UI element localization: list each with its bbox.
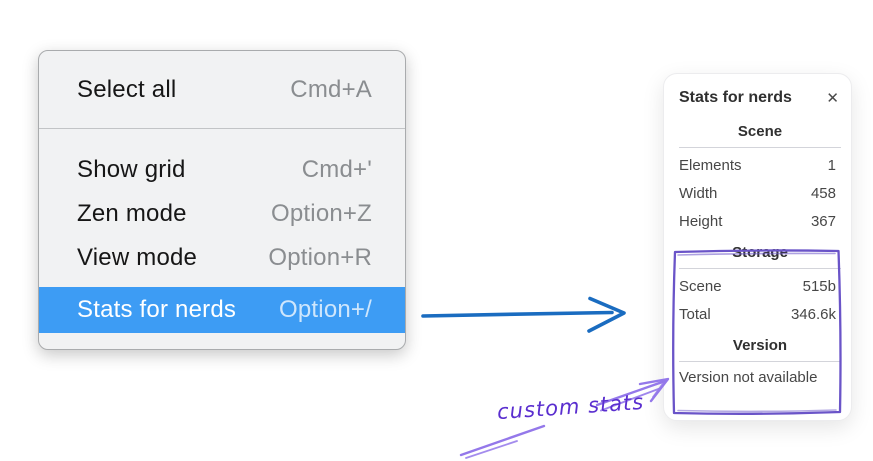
menu-item-label: View mode xyxy=(77,244,198,271)
section-heading-storage: Storage xyxy=(732,244,788,261)
stat-value: 346.6k xyxy=(790,305,836,323)
menu-item-label: Stats for nerds xyxy=(77,296,237,323)
stat-row-total-storage: Total 346.6k xyxy=(679,300,841,328)
stat-label: Scene xyxy=(679,277,722,295)
version-note: Version not available xyxy=(679,369,818,386)
stat-value: 515b xyxy=(802,277,836,295)
stat-value: 458 xyxy=(810,184,836,202)
menu-item-shortcut: Option+/ xyxy=(279,296,372,323)
stat-value: 1 xyxy=(827,156,836,174)
menu-divider xyxy=(39,128,405,129)
close-icon[interactable]: ✕ xyxy=(826,89,839,107)
stats-panel-title: Stats for nerds xyxy=(679,89,792,106)
flow-arrow xyxy=(421,296,626,333)
stat-value: 367 xyxy=(810,212,836,230)
menu-item-shortcut: Cmd+A xyxy=(290,75,372,103)
menu-item-label: Zen mode xyxy=(77,200,187,227)
stats-for-nerds-panel: Stats for nerds ✕ Scene Elements 1 Width… xyxy=(663,73,852,421)
section-divider xyxy=(679,268,841,269)
stat-label: Elements xyxy=(679,156,742,174)
menu-item-zen-mode[interactable]: Zen mode Option+Z xyxy=(39,192,405,236)
section-heading-scene: Scene xyxy=(737,123,783,140)
menu-item-shortcut: Option+Z xyxy=(271,200,372,227)
stats-panel-header: Stats for nerds ✕ xyxy=(679,87,841,109)
menu-item-shortcut: Cmd+' xyxy=(301,156,372,183)
section-heading-version: Version xyxy=(732,337,788,354)
menu-group-view-options: Show grid Cmd+' Zen mode Option+Z View m… xyxy=(39,129,405,333)
stat-row-height: Height 367 xyxy=(679,207,841,235)
menu-item-select-all[interactable]: Select all Cmd+A xyxy=(39,51,405,128)
menu-item-show-grid[interactable]: Show grid Cmd+' xyxy=(39,148,405,192)
menu-item-label: Select all xyxy=(77,75,177,103)
section-divider xyxy=(679,147,841,148)
custom-stats-annotation-label: custom stats xyxy=(496,389,645,425)
menu-item-shortcut: Option+R xyxy=(268,244,372,271)
stat-row-scene-storage: Scene 515b xyxy=(679,272,841,300)
stat-row-width: Width 458 xyxy=(679,179,841,207)
stat-label: Width xyxy=(679,184,718,202)
stat-row-elements: Elements 1 xyxy=(679,151,841,179)
menu-item-label: Show grid xyxy=(77,156,186,183)
section-divider xyxy=(679,361,841,362)
stat-label: Total xyxy=(679,305,711,323)
view-context-menu: Select all Cmd+A Show grid Cmd+' Zen mod… xyxy=(38,50,406,350)
menu-item-stats-for-nerds[interactable]: Stats for nerds Option+/ xyxy=(39,287,405,333)
stat-label: Height xyxy=(679,212,723,230)
menu-item-view-mode[interactable]: View mode Option+R xyxy=(39,236,405,280)
